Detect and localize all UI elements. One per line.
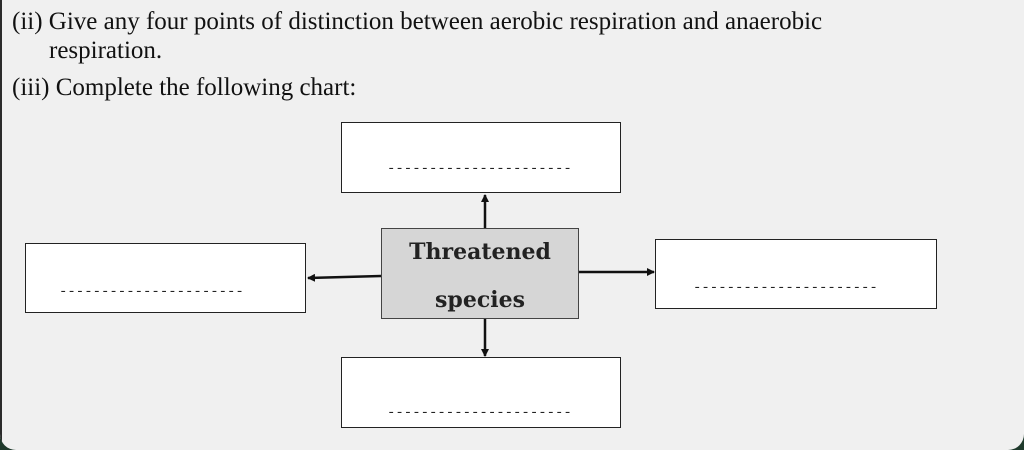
right-answer-box: ---------------------- — [655, 239, 937, 309]
question-iii: (iii) Complete the following chart: — [12, 74, 357, 101]
arrow-left — [307, 273, 382, 282]
center-label-line1: Threatened — [409, 239, 551, 265]
left-border — [0, 0, 2, 450]
question-ii-line2: respiration. — [49, 37, 163, 64]
left-blank: ---------------------- — [59, 284, 244, 300]
question-ii-line1: (ii) Give any four points of distinction… — [12, 8, 823, 35]
top-blank: ---------------------- — [387, 161, 572, 177]
center-label-line2: species — [435, 287, 525, 313]
bottom-answer-box: ---------------------- — [341, 357, 621, 428]
threatened-species-box: Threatened species — [381, 228, 579, 319]
right-blank: ---------------------- — [693, 280, 878, 296]
top-answer-box: ---------------------- — [341, 122, 621, 193]
bottom-blank: ---------------------- — [387, 405, 572, 421]
left-answer-box: ---------------------- — [25, 243, 306, 313]
